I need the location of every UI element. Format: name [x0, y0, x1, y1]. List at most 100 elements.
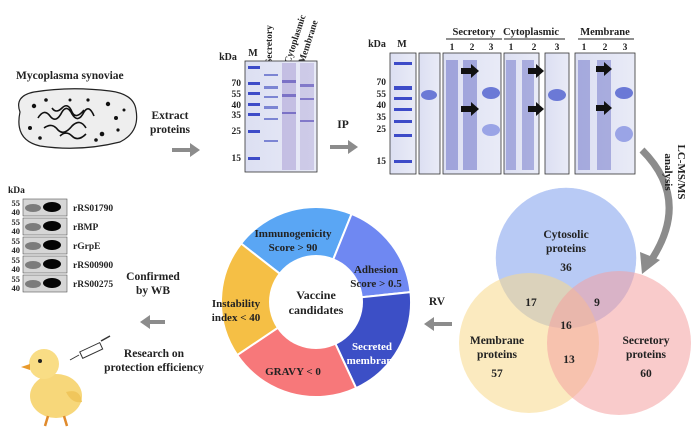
- gel2-marker-tick: 15: [377, 157, 387, 167]
- wb-marker-tick: 40: [12, 226, 21, 236]
- criterion-secreted-label: membrane: [347, 355, 398, 367]
- venn-secretory-count: 60: [640, 368, 652, 380]
- criterion-immunogenicity-label: Score > 90: [269, 242, 318, 254]
- donut-center-label: Vaccine: [296, 288, 336, 302]
- gel1-marker-tick: 15: [232, 154, 242, 164]
- criterion-instability-label: Instability: [212, 298, 261, 310]
- venn-cytosolic-secretory-count: 9: [594, 297, 600, 309]
- venn-cytosolic-count: 36: [560, 262, 572, 274]
- gel2-lane-number: 3: [623, 43, 628, 53]
- donut-center-label: candidates: [289, 303, 344, 317]
- venn-cytosolic-label: Cytosolic: [543, 229, 588, 241]
- venn-cytosolic-label: proteins: [546, 243, 587, 255]
- wb-protein-label: rBMP: [73, 223, 99, 233]
- venn-all-three-count: 16: [560, 320, 572, 332]
- wb-marker-tick: 40: [12, 207, 21, 217]
- syringe-icon: [69, 335, 111, 361]
- gel2-group-cytoplasmic: Cytoplasmic: [503, 27, 559, 38]
- venn-membrane-cytosolic-count: 17: [525, 297, 537, 309]
- gel2-marker-tick: 55: [377, 90, 387, 100]
- gel2-marker-tick: 40: [377, 101, 387, 111]
- criterion-secreted-label: Secreted: [352, 341, 392, 353]
- gel1-marker-tick: 40: [232, 101, 242, 111]
- ip-label: IP: [337, 119, 349, 131]
- extract-label-line1: Extract: [151, 110, 188, 122]
- venn-membrane-count: 57: [491, 368, 503, 380]
- gel1-marker-tick: 55: [232, 90, 242, 100]
- wb-marker-tick: 40: [12, 264, 21, 274]
- wb-protein-label: rRS00275: [73, 280, 113, 290]
- criterion-adhesion-label: Adhesion: [354, 264, 398, 276]
- gel2-lane-number: 1: [582, 43, 587, 53]
- lcms-label-line1: LC-MS/MS: [675, 145, 687, 200]
- wb-marker-tick: 55: [12, 198, 21, 208]
- lcms-label-line2: analysis: [662, 153, 674, 191]
- research-label-line1: Research on: [124, 348, 185, 360]
- venn-diagram: Cytosolic proteins 36 Membrane proteins …: [459, 187, 691, 415]
- donut-segment-instability: [219, 242, 318, 357]
- wb-marker-tick: 55: [12, 274, 21, 284]
- gel2-group-secretory: Secretory: [453, 27, 497, 38]
- wb-protein-label: rGrpE: [73, 242, 100, 252]
- sds-page-gel-1: kDa M Secretory Cytoplasmic Membrane 70: [219, 14, 321, 173]
- gel2-lane-number: 2: [470, 43, 475, 53]
- venn-secretory-label: proteins: [626, 349, 667, 361]
- venn-secretory-circle: [547, 271, 691, 415]
- wb-marker-tick: 40: [12, 245, 21, 255]
- gel1-marker-label: M: [248, 48, 258, 59]
- wb-marker-tick: 55: [12, 236, 21, 246]
- gel2-marker-label: M: [397, 39, 407, 50]
- gel2-group-membrane: Membrane: [580, 27, 630, 38]
- wb-kda-label: kDa: [8, 186, 25, 196]
- lcms-curved-arrow: [639, 147, 673, 264]
- ip-arrow: [330, 140, 358, 154]
- gel2-marker-tick: 35: [377, 113, 387, 123]
- chick-illustration: [21, 349, 82, 427]
- criterion-instability-label: index < 40: [212, 312, 261, 324]
- venn-membrane-label: Membrane: [470, 335, 524, 347]
- gel1-lane-label: Secretory: [265, 25, 275, 64]
- extract-label-line2: proteins: [150, 124, 191, 136]
- wb-marker-tick: 55: [12, 255, 21, 265]
- venn-membrane-secretory-count: 13: [563, 354, 575, 366]
- gel1-marker-tick: 25: [232, 127, 242, 137]
- wb-protein-label: rRS00900: [73, 261, 113, 271]
- gel2-lane-number: 3: [489, 43, 494, 53]
- lcms-arrowhead: [640, 252, 660, 274]
- venn-secretory-label: Secretory: [622, 335, 669, 347]
- donut-center: [269, 255, 363, 349]
- wb-marker-tick: 40: [12, 283, 21, 293]
- criterion-immunogenicity-label: Immunogenicity: [255, 228, 333, 240]
- gel2-marker-tick: 70: [377, 78, 387, 88]
- wb-protein-label: rRS01790: [73, 204, 113, 214]
- confirm-arrow: [140, 315, 165, 329]
- extract-arrow: [172, 143, 200, 157]
- gel1-kda-label: kDa: [219, 52, 237, 63]
- gel2-lane-number: 2: [532, 43, 537, 53]
- gel1-marker-tick: 70: [232, 79, 242, 89]
- criterion-gravy-label: GRAVY < 0: [265, 366, 321, 378]
- research-label-line2: protection efficiency: [104, 362, 204, 374]
- gel2-marker-tick: 25: [377, 125, 387, 135]
- criterion-adhesion-label: Score > 0.5: [350, 278, 402, 290]
- mycoplasma-cell-illustration: [18, 88, 138, 149]
- venn-membrane-label: proteins: [477, 349, 518, 361]
- gel2-lane-number: 3: [555, 43, 560, 53]
- rv-arrow: [424, 317, 452, 331]
- rv-label: RV: [429, 296, 446, 308]
- gel2-lane-number: 1: [509, 43, 514, 53]
- ip-gel-panel: kDa M 70 55 40 35 25 15 Secretory 1 2 3: [368, 27, 636, 175]
- gel1-marker-tick: 35: [232, 111, 242, 121]
- gel2-lane-number: 1: [450, 43, 455, 53]
- gel2-kda-label: kDa: [368, 39, 386, 50]
- gel2-lane-number: 2: [603, 43, 608, 53]
- wb-marker-tick: 55: [12, 217, 21, 227]
- organism-label: Mycoplasma synoviae: [16, 70, 124, 82]
